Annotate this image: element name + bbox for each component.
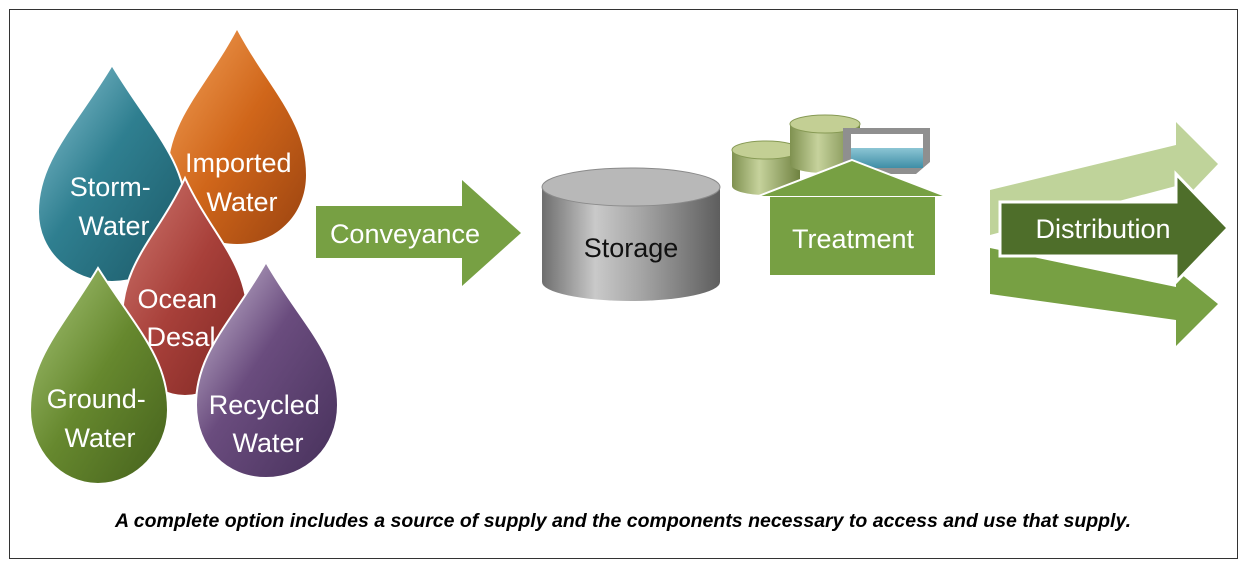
treatment-label: Treatment xyxy=(792,224,915,254)
small-tank-icon xyxy=(731,140,801,195)
clarifier-basin-icon xyxy=(843,128,930,174)
distribution-main-arrow xyxy=(998,170,1231,286)
recycled-water-drop: Recycled Water xyxy=(194,259,340,480)
imported-water-label-line2: Water xyxy=(206,187,277,217)
storage-cylinder: Storage xyxy=(541,167,721,301)
ground-water-label-line2: Water xyxy=(64,423,135,453)
imported-water-label-line1: Imported xyxy=(185,148,292,178)
diagram-caption: A complete option includes a source of s… xyxy=(114,510,1132,532)
svg-text:Ground- Water: Ground- Water xyxy=(47,384,154,453)
distribution-label: Distribution xyxy=(1035,214,1170,244)
svg-text:Imported Water: Imported Water xyxy=(185,148,299,217)
distribution-lower-arrow xyxy=(990,248,1218,346)
ground-water-drop: Ground- Water xyxy=(28,266,170,486)
svg-text:Storm- Water: Storm- Water xyxy=(70,172,159,241)
recycled-water-label-line1: Recycled xyxy=(209,390,320,420)
svg-text:Recycled Water: Recycled Water xyxy=(209,390,328,458)
ground-water-label-line1: Ground- xyxy=(47,384,146,414)
ocean-desal-label-line1: Ocean xyxy=(137,284,217,314)
conveyance-label: Conveyance xyxy=(330,219,480,249)
ocean-desal-label-line2: Desal xyxy=(146,322,215,352)
imported-water-drop: Imported Water xyxy=(168,30,306,244)
treatment-plant: Treatment xyxy=(731,114,949,275)
storm-water-drop: Storm- Water xyxy=(36,63,188,284)
storm-water-label-line1: Storm- xyxy=(70,172,151,202)
svg-text:Ocean Desal: Ocean Desal xyxy=(137,284,224,352)
tall-tank-icon xyxy=(789,114,861,173)
treatment-building xyxy=(770,197,935,275)
distribution-arrows: Distribution xyxy=(990,122,1231,346)
recycled-water-label-line2: Water xyxy=(232,428,303,458)
storage-label: Storage xyxy=(584,233,679,263)
storm-water-label-line2: Water xyxy=(78,211,149,241)
conveyance-arrow: Conveyance xyxy=(316,180,521,286)
